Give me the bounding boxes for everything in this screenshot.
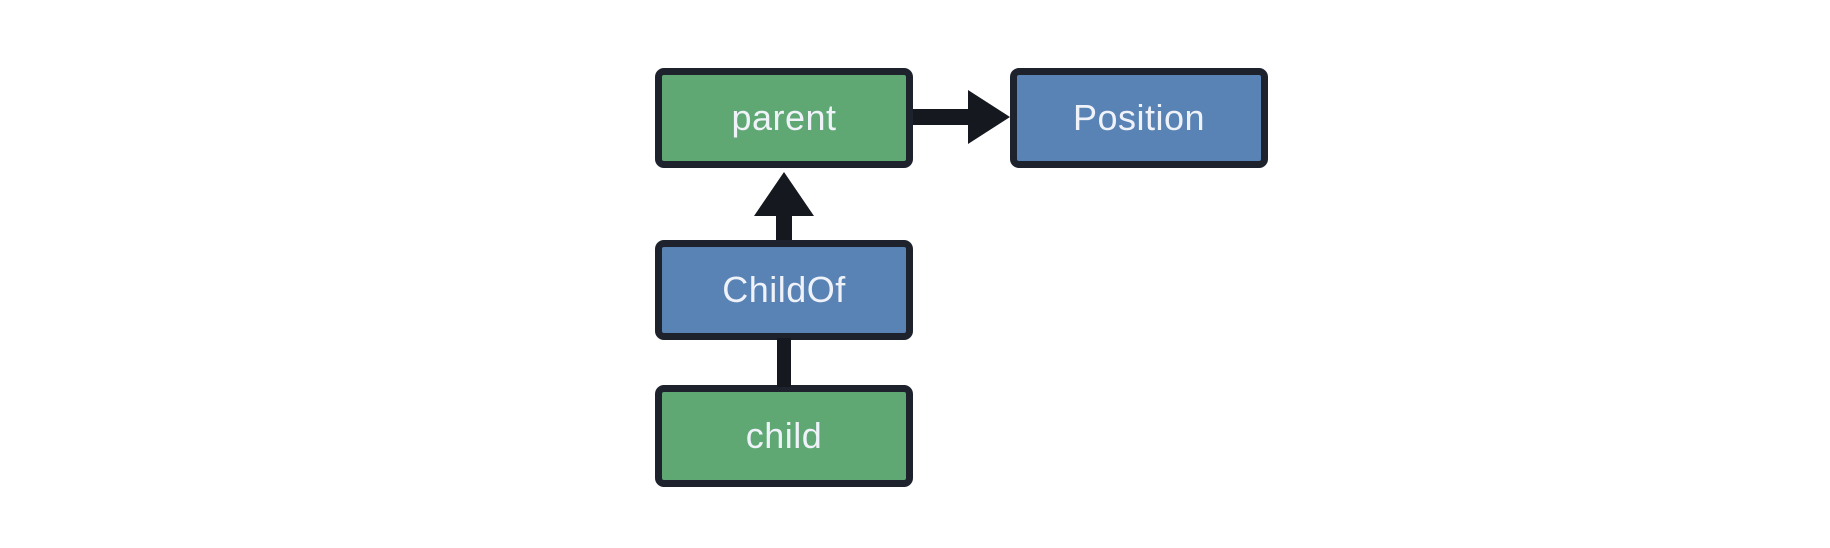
node-childof: ChildOf <box>655 240 913 340</box>
node-child-label: child <box>745 415 823 456</box>
node-position-label: Position <box>1072 97 1206 138</box>
connector-child-to-childof <box>777 338 791 387</box>
node-child: child <box>655 385 913 487</box>
arrow-right-icon <box>968 90 1010 144</box>
node-parent: parent <box>655 68 913 168</box>
arrow-parent-to-position-shaft <box>913 109 970 125</box>
node-childof-label: ChildOf <box>722 269 846 310</box>
arrow-up-icon <box>754 172 814 216</box>
node-position: Position <box>1010 68 1268 168</box>
node-parent-label: parent <box>731 97 837 138</box>
arrow-childof-to-parent-shaft <box>776 212 792 240</box>
